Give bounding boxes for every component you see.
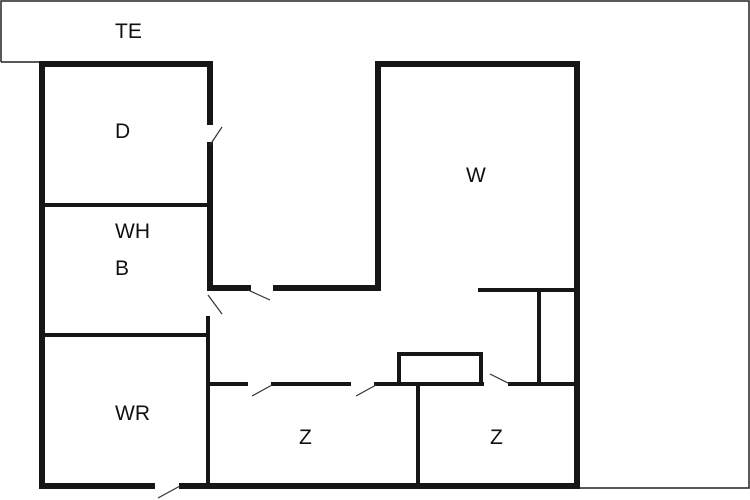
exterior-walls	[39, 61, 580, 489]
room-label-wr: WR	[115, 402, 150, 425]
room-label-whb-1: WH	[115, 220, 150, 243]
terrace-outline	[0, 0, 750, 489]
room-label-terrace: TE	[115, 20, 142, 43]
room-label-whb-2: B	[115, 257, 129, 280]
room-label-z-left: Z	[299, 426, 312, 449]
door-swings	[157, 126, 511, 499]
room-label-z-right: Z	[490, 426, 503, 449]
room-label-w: W	[466, 164, 486, 187]
room-label-d: D	[115, 120, 130, 143]
interior-walls	[40, 203, 577, 488]
